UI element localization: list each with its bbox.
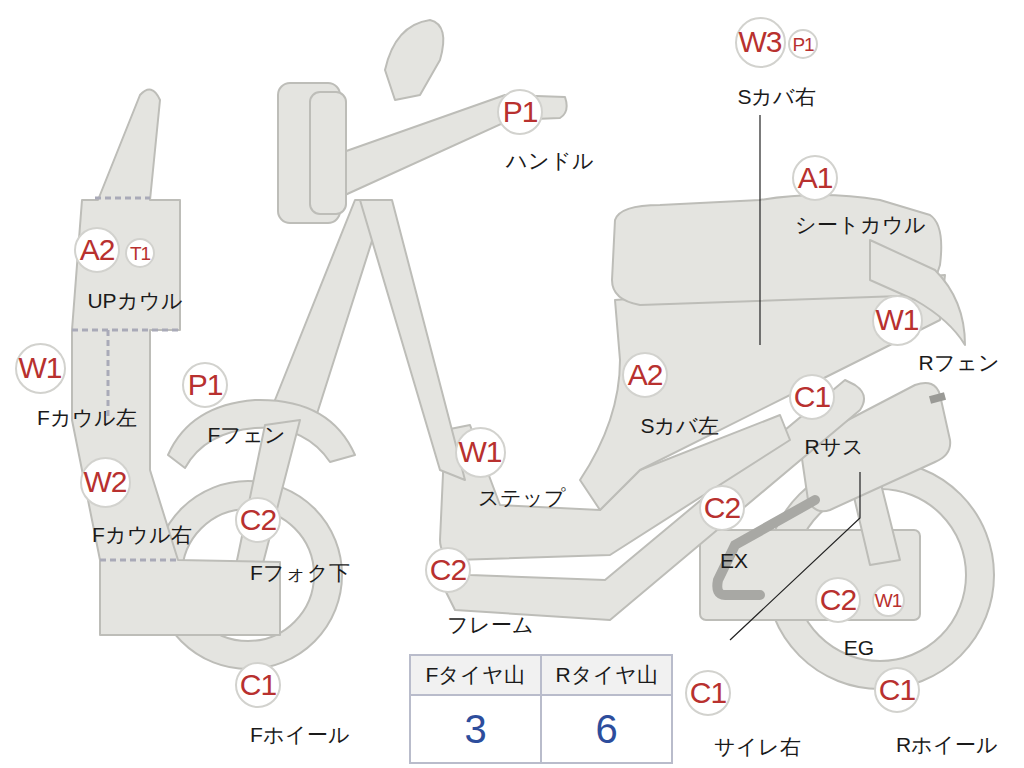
damage-callout: A1シートカウル [792, 155, 838, 201]
damage-code: C1 [879, 675, 915, 705]
damage-callout: C1Rサス [789, 374, 835, 420]
part-name: UPカウル [87, 290, 182, 311]
part-name: ハンドル [506, 150, 594, 171]
part-name: Rフェン [918, 352, 999, 373]
damage-code: W1 [876, 305, 919, 335]
damage-code: A2 [80, 235, 115, 265]
part-name: Sカバ右 [737, 86, 816, 107]
damage-code: C1 [690, 678, 726, 708]
damage-code: W3 [739, 27, 782, 57]
table-value: 6 [541, 695, 672, 763]
damage-code: W2 [84, 467, 127, 497]
part-name: Sカバ左 [640, 415, 719, 436]
damage-code: W1 [875, 591, 902, 610]
damage-callout: W1 [872, 584, 905, 617]
damage-callout: C1Rホイール [874, 667, 920, 713]
table-header: Rタイヤ山 [541, 655, 672, 695]
damage-callout: P1ハンドル [497, 89, 543, 135]
damage-callout: C1サイレ右 [685, 670, 731, 716]
damage-callout: W1Rフェン [872, 295, 923, 346]
part-name: Rホイール [896, 734, 998, 755]
damage-code: W1 [19, 353, 62, 383]
damage-callout: C2フレーム [425, 547, 471, 593]
part-name: Rサス [804, 436, 863, 457]
table-header: Fタイヤ山 [410, 655, 541, 695]
part-name: Fホイール [250, 724, 350, 745]
damage-code: C2 [240, 505, 276, 535]
part-name: EX [720, 550, 748, 571]
damage-callout: W1ステップ [455, 427, 506, 478]
part-name: Fフォク下 [250, 562, 350, 583]
damage-code: P1 [503, 97, 538, 127]
part-name: EG [844, 637, 874, 658]
table-value: 3 [410, 695, 541, 763]
damage-callout: W1Fカウル左 [15, 343, 66, 394]
damage-callout: C2EG [815, 577, 861, 623]
part-name: フレーム [447, 614, 534, 635]
damage-callout: W3Sカバ右 [735, 17, 786, 68]
damage-callout: A2Sカバ左 [622, 352, 668, 398]
damage-callout: C1Fホイール [235, 662, 281, 708]
part-name: Fカウル左 [37, 407, 137, 428]
damage-code: A2 [628, 360, 663, 390]
part-name: Fフェン [208, 424, 287, 445]
damage-code: C2 [704, 493, 740, 523]
part-name: サイレ右 [714, 736, 801, 757]
damage-code: A1 [798, 163, 833, 193]
damage-code: T1 [130, 244, 150, 263]
damage-code: C2 [820, 585, 856, 615]
damage-code: C2 [430, 555, 466, 585]
part-name: Fカウル右 [92, 524, 192, 545]
part-name: ステップ [478, 487, 566, 508]
damage-code: P1 [792, 35, 813, 54]
damage-code: P1 [188, 370, 223, 400]
damage-callout: T1 [125, 238, 155, 268]
part-name: シートカウル [795, 214, 926, 235]
damage-callout: C2Fフォク下 [235, 497, 281, 543]
damage-callout: A2UPカウル [74, 227, 120, 273]
damage-code: C1 [794, 382, 830, 412]
damage-callout: P1 [788, 29, 818, 59]
damage-code: W1 [459, 437, 502, 467]
damage-callout: P1Fフェン [182, 362, 228, 408]
damage-callout: W2Fカウル右 [80, 457, 131, 508]
damage-code: C1 [240, 670, 276, 700]
damage-callout: C2EX [699, 485, 745, 531]
